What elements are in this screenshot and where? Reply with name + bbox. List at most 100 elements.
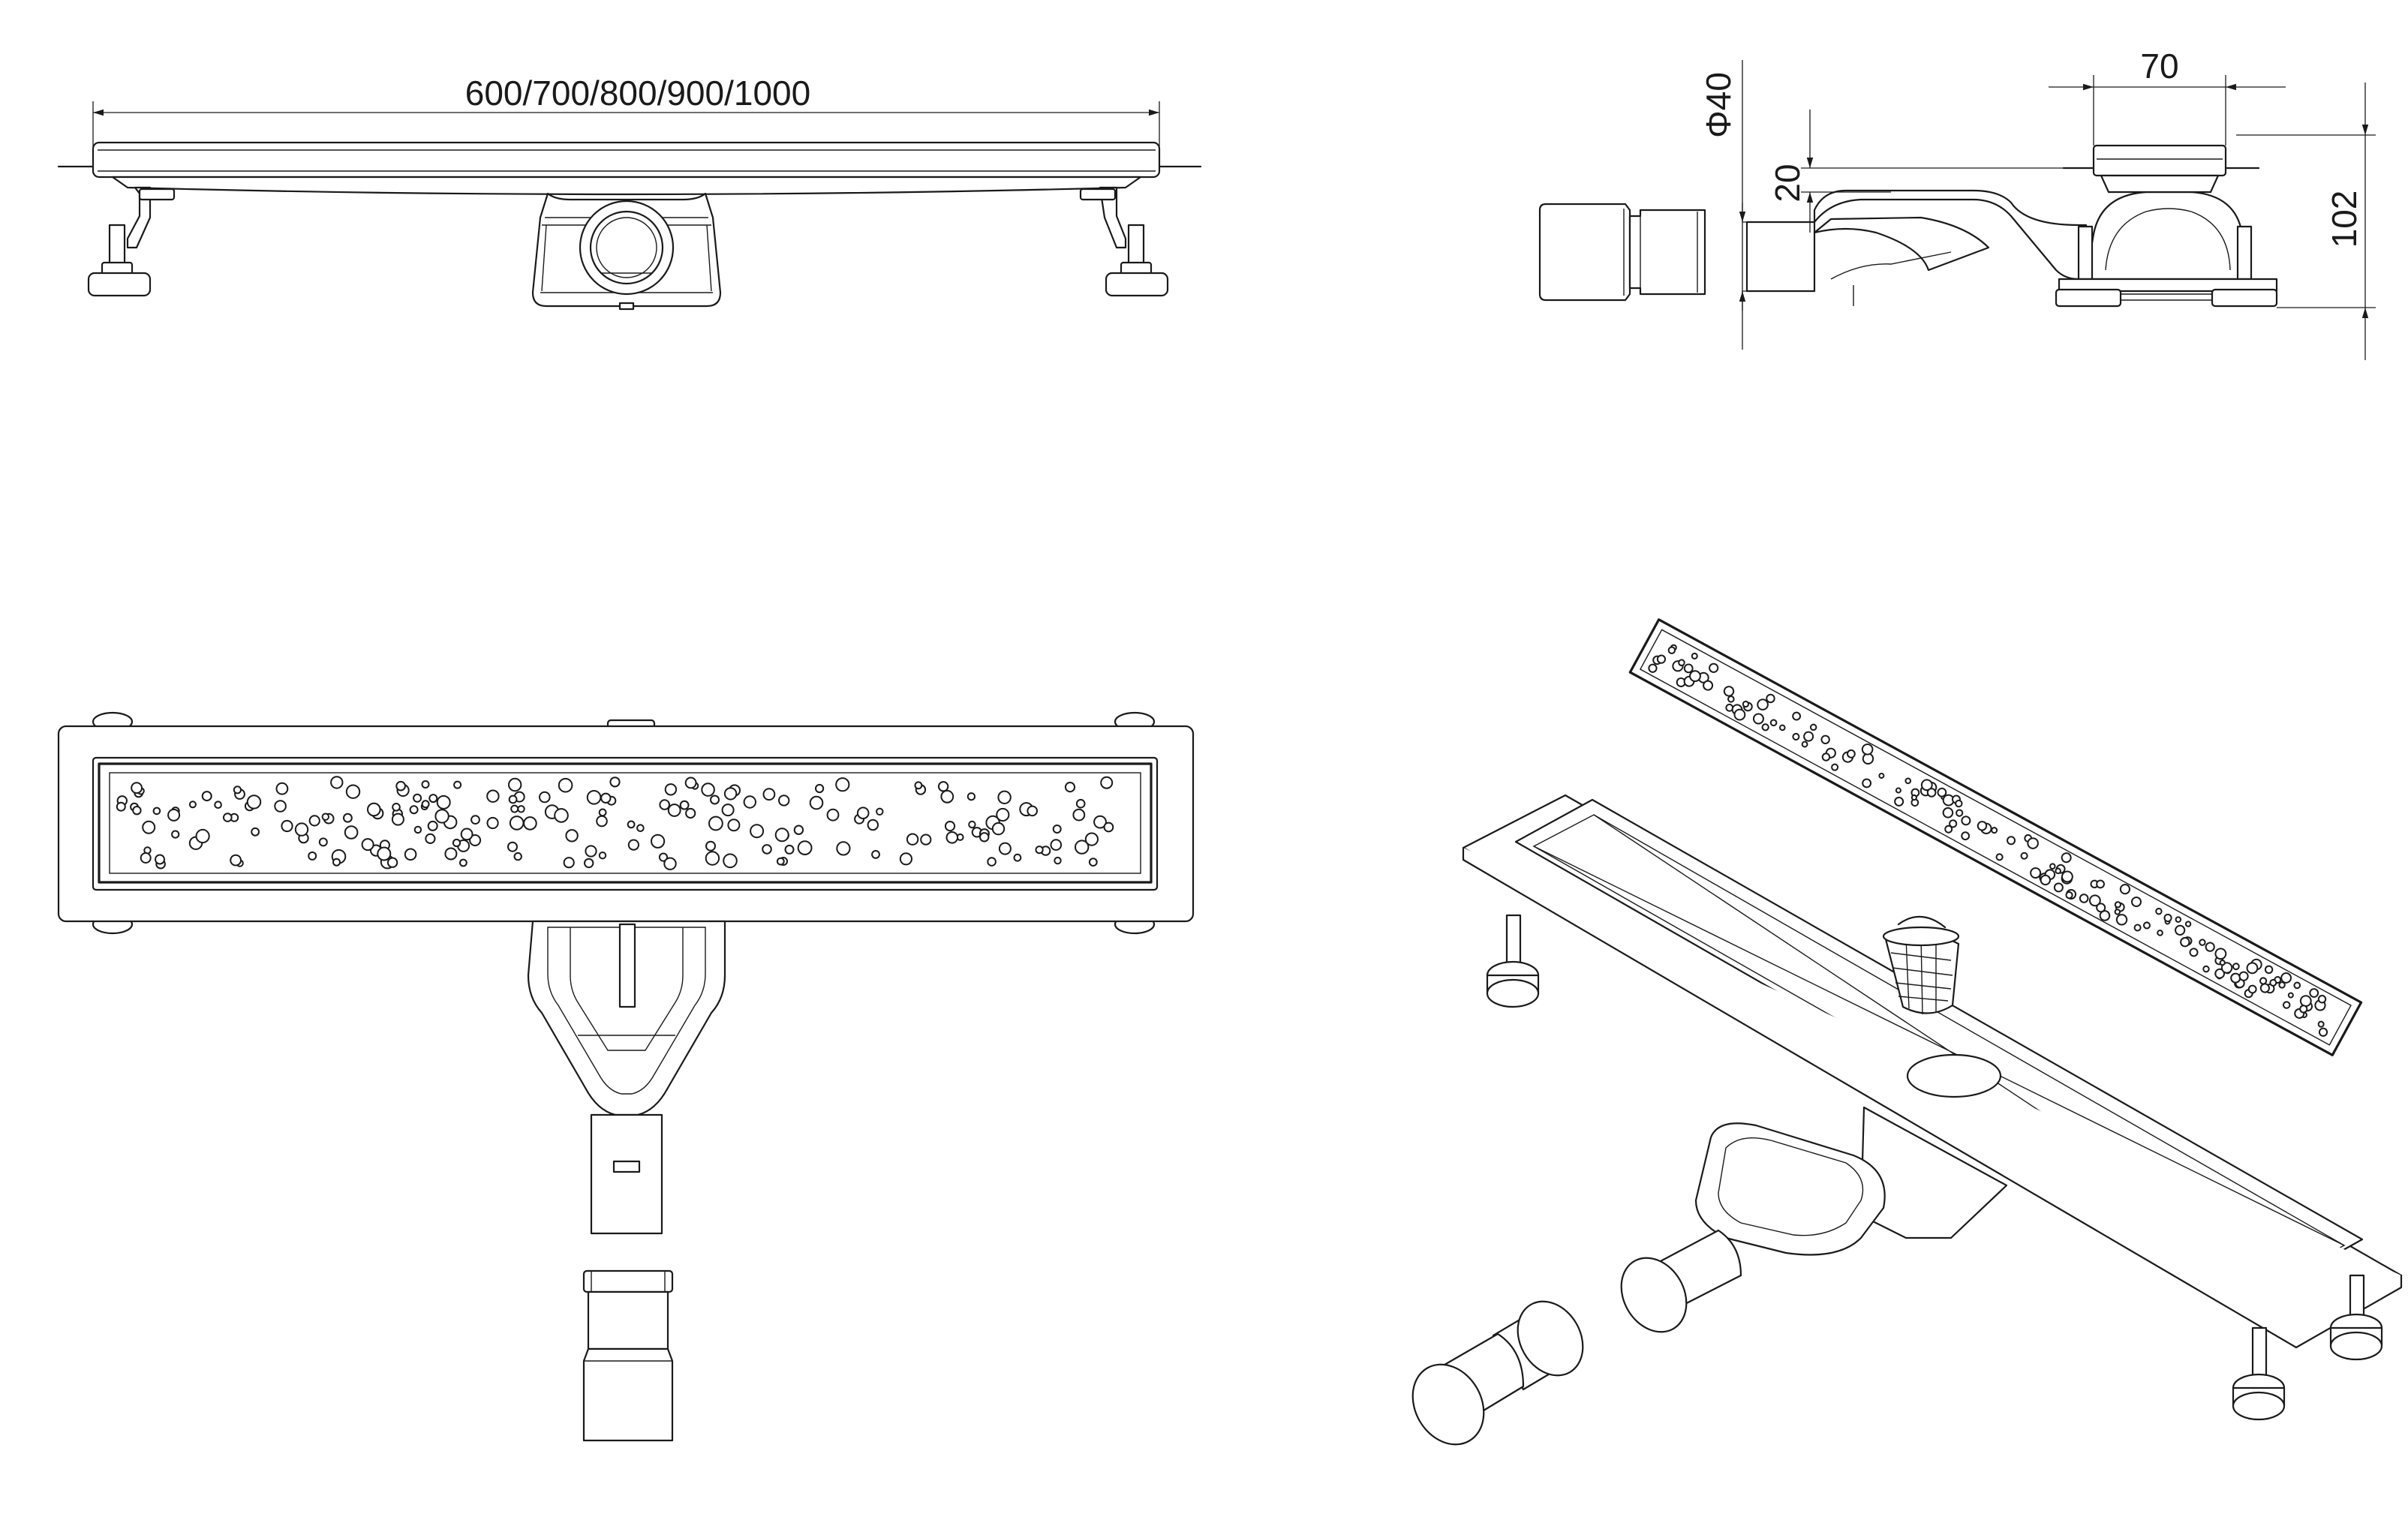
grate-hole bbox=[1054, 856, 1062, 865]
grate-hole bbox=[1956, 809, 1964, 817]
grate-hole bbox=[856, 807, 870, 819]
grate-hole bbox=[743, 795, 756, 809]
grate-hole bbox=[2184, 921, 2192, 927]
grate-hole bbox=[940, 789, 954, 804]
length-dimension-label: 600/700/800/900/1000 bbox=[465, 74, 810, 113]
grate-hole bbox=[274, 800, 287, 813]
grate-hole bbox=[453, 780, 462, 789]
grate-hole bbox=[1944, 825, 1953, 834]
grate-hole bbox=[2020, 852, 2028, 860]
grate-hole bbox=[2079, 894, 2089, 903]
grate-hole bbox=[750, 824, 765, 839]
grate-hole bbox=[1709, 662, 1719, 673]
grate-hole bbox=[2282, 1001, 2291, 1009]
grate-hole bbox=[140, 852, 152, 864]
grate-hole bbox=[460, 828, 473, 841]
grate-hole bbox=[2232, 963, 2240, 971]
grate-hole bbox=[826, 808, 840, 822]
grate-hole bbox=[1757, 698, 1769, 710]
grate-hole bbox=[1778, 724, 1786, 731]
grate-hole bbox=[391, 813, 404, 826]
grate-hole bbox=[2053, 882, 2064, 893]
grate-hole bbox=[188, 801, 197, 809]
grate-hole bbox=[1894, 796, 1904, 807]
iso-grate-holes bbox=[1648, 644, 2328, 1037]
grate-hole bbox=[2055, 867, 2061, 875]
grate-hole bbox=[762, 844, 772, 855]
total-height-dimension: 102 bbox=[2236, 83, 2376, 360]
grate-hole bbox=[1820, 734, 1830, 745]
grate-hole bbox=[377, 846, 392, 861]
grate-hole bbox=[705, 851, 720, 866]
grate-hole bbox=[1703, 680, 1714, 691]
grate-hole bbox=[1937, 787, 1947, 798]
grate-hole bbox=[2099, 910, 2111, 921]
grate-hole bbox=[899, 852, 913, 866]
grate-hole bbox=[1809, 723, 1817, 731]
grate-hole bbox=[330, 776, 344, 789]
grate-hole bbox=[1910, 798, 1919, 807]
grate-hole bbox=[2096, 879, 2105, 889]
grate-hole bbox=[784, 844, 795, 855]
grate-hole bbox=[1861, 743, 1874, 755]
front-elevation-view: 600/700/800/900/1000 bbox=[57, 74, 1202, 311]
grate-hole bbox=[1075, 840, 1090, 855]
grate-hole bbox=[2142, 921, 2151, 930]
grate-hole bbox=[2040, 874, 2052, 886]
grate-hole bbox=[708, 816, 723, 831]
grate-hole bbox=[2114, 909, 2121, 915]
grate-hole bbox=[967, 792, 976, 801]
grate-hole bbox=[584, 858, 594, 869]
grate-hole bbox=[409, 805, 419, 815]
grate-hole bbox=[636, 824, 645, 832]
grate-hole bbox=[1766, 693, 1775, 704]
grate-hole bbox=[664, 783, 678, 796]
grate-hole bbox=[413, 793, 422, 803]
grate-hole bbox=[539, 791, 551, 804]
grate-hole bbox=[2175, 924, 2186, 936]
grate-hole bbox=[1035, 846, 1044, 855]
grate-hole bbox=[2280, 972, 2292, 984]
grate-hole bbox=[1977, 821, 1988, 831]
grate-hole bbox=[1084, 832, 1099, 846]
grate-hole bbox=[876, 807, 884, 816]
grate-hole bbox=[2061, 870, 2073, 883]
grate-hole bbox=[318, 837, 328, 847]
grate-hole bbox=[701, 783, 715, 797]
grate-hole bbox=[1727, 695, 1735, 703]
grate-hole bbox=[710, 795, 720, 805]
grate-hole bbox=[507, 841, 518, 852]
grate-hole bbox=[914, 781, 923, 790]
grate-hole bbox=[2163, 913, 2172, 923]
grate-hole bbox=[2119, 884, 2131, 895]
grate-hole bbox=[598, 852, 607, 860]
grate-hole bbox=[469, 834, 482, 846]
grate-hole bbox=[171, 830, 180, 839]
grate-hole bbox=[2130, 897, 2142, 908]
grate-hole bbox=[2175, 916, 2182, 923]
grate-hole bbox=[1821, 752, 1831, 762]
grate-hole bbox=[214, 801, 222, 809]
grate-hole bbox=[2259, 983, 2270, 993]
plan-view bbox=[57, 711, 1195, 1442]
grate-hole bbox=[1961, 831, 1971, 841]
grate-hole bbox=[1752, 713, 1764, 725]
grate-hole bbox=[727, 819, 741, 832]
grate-hole bbox=[565, 829, 579, 843]
grate-hole bbox=[762, 788, 776, 801]
grate-hole bbox=[797, 840, 813, 855]
grate-hole bbox=[2214, 948, 2227, 960]
grate-hole bbox=[871, 850, 880, 859]
pipe-diameter-dimension: Φ40 bbox=[1699, 60, 1814, 350]
grate-hole bbox=[1093, 815, 1107, 829]
grate-hole bbox=[1895, 787, 1901, 794]
grate-hole bbox=[663, 857, 677, 870]
grate-hole bbox=[2219, 960, 2226, 966]
grate-hole bbox=[598, 808, 607, 817]
grate-hole bbox=[343, 813, 353, 823]
iso-leg-right-front bbox=[2232, 1326, 2286, 1421]
grate-hole bbox=[1656, 654, 1667, 664]
grate-hole bbox=[444, 847, 458, 861]
grate-hole bbox=[2133, 924, 2142, 932]
grate-hole bbox=[1792, 711, 1802, 721]
